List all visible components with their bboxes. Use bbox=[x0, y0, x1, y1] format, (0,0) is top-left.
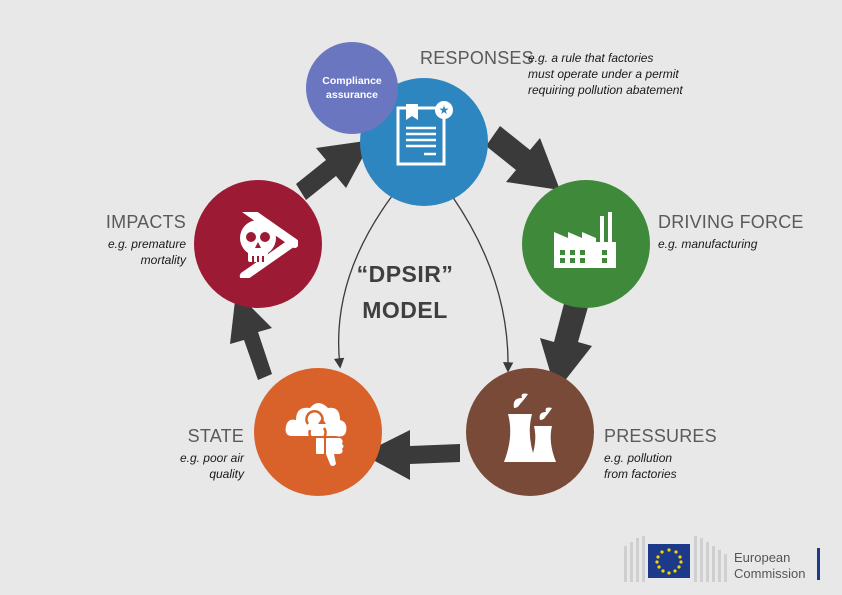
driving-force-example: e.g. manufacturing bbox=[658, 237, 758, 251]
state-example-line2: quality bbox=[209, 467, 244, 481]
responses-example: e.g. a rule that factories must operate … bbox=[528, 50, 683, 98]
impacts-example-line2: mortality bbox=[140, 253, 186, 267]
compliance-line1: Compliance bbox=[322, 75, 382, 87]
thin-arrow-to-state bbox=[333, 195, 393, 369]
compliance-assurance-bubble: Compliance assurance bbox=[306, 42, 398, 134]
european-commission-text: European Commission bbox=[734, 550, 806, 582]
responses-example-line2: must operate under a permit bbox=[528, 67, 679, 81]
diagram-title: “DPSIR” MODEL bbox=[335, 256, 475, 328]
svg-text:★: ★ bbox=[439, 103, 450, 117]
title-line2: MODEL bbox=[362, 297, 448, 323]
ec-line1: European bbox=[734, 550, 791, 565]
pressures-example: e.g. pollution from factories bbox=[604, 450, 677, 482]
thin-arrow-to-pressures bbox=[451, 195, 514, 373]
state-example-line1: e.g. poor air bbox=[179, 451, 244, 465]
state-example: e.g. poor air quality bbox=[144, 450, 244, 482]
responses-example-line1: e.g. a rule that factories bbox=[528, 51, 654, 65]
skull-crossbones-icon bbox=[239, 212, 298, 278]
arrow-impacts-to-responses bbox=[296, 140, 372, 200]
responses-label: RESPONSES bbox=[420, 48, 534, 68]
impacts-label: IMPACTS bbox=[105, 212, 186, 232]
pressures-example-line2: from factories bbox=[604, 467, 677, 481]
ec-line2: Commission bbox=[734, 566, 806, 581]
title-line1: “DPSIR” bbox=[356, 261, 454, 287]
pressures-label: PRESSURES bbox=[604, 426, 717, 446]
arrow-pressures-to-state bbox=[362, 430, 460, 480]
pressures-example-line1: e.g. pollution bbox=[604, 451, 673, 465]
permit-document-icon: ★ bbox=[396, 101, 453, 166]
impacts-example-line1: e.g. premature bbox=[107, 237, 186, 251]
driving-force-label: DRIVING FORCE bbox=[658, 212, 804, 232]
cooling-tower-icon bbox=[504, 393, 556, 462]
responses-example-line3: requiring pollution abatement bbox=[528, 83, 683, 97]
compliance-line2: assurance bbox=[326, 89, 378, 101]
pressures-circle bbox=[466, 368, 594, 496]
arrow-responses-to-driving bbox=[486, 126, 560, 190]
ec-accent-bar bbox=[817, 548, 820, 580]
arrow-driving-to-pressures bbox=[540, 296, 592, 392]
arrow-state-to-impacts bbox=[230, 292, 272, 380]
factory-icon bbox=[554, 212, 616, 268]
eu-flag-logo bbox=[624, 536, 727, 582]
impacts-example: e.g. premature mortality bbox=[86, 236, 186, 268]
polluted-cloud-thumbs-down-icon bbox=[285, 403, 347, 466]
state-label: STATE bbox=[187, 426, 244, 446]
